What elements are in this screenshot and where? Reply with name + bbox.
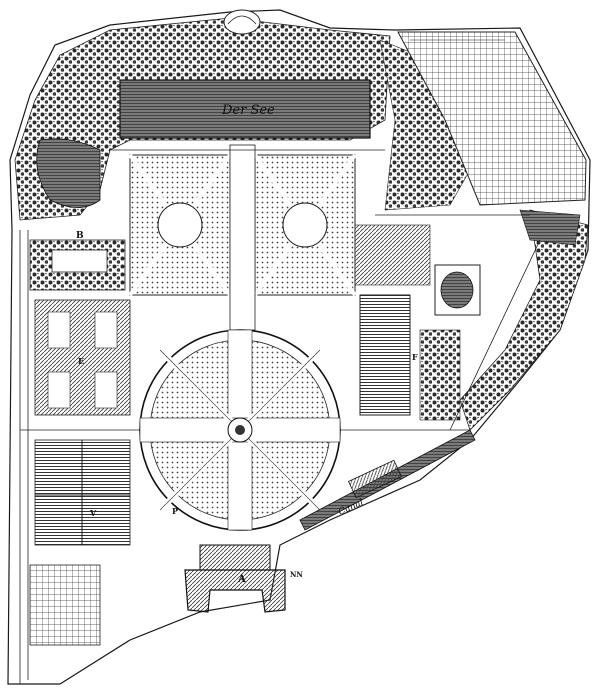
letter-nn: NN (290, 570, 303, 579)
letter-f: F (412, 352, 418, 362)
east-gardens: F (354, 224, 481, 421)
top-pavilion (223, 9, 261, 35)
castle-building: A NN (184, 544, 303, 613)
west-bosquets: B E (29, 231, 131, 416)
pond-label: Der See (221, 103, 275, 118)
orchard-grid (397, 31, 587, 206)
avenues (19, 149, 541, 684)
pond: Der See (36, 79, 371, 208)
letter-p: P (172, 506, 178, 516)
letter-e: E (78, 356, 84, 366)
kitchen-garden: V (29, 439, 131, 646)
letter-v: V (89, 508, 97, 518)
central-parterre: P (139, 329, 341, 531)
letter-b: B (76, 231, 84, 241)
letter-a: A (237, 574, 246, 585)
north-parterre (128, 144, 357, 331)
east-wood-strip (459, 209, 589, 431)
